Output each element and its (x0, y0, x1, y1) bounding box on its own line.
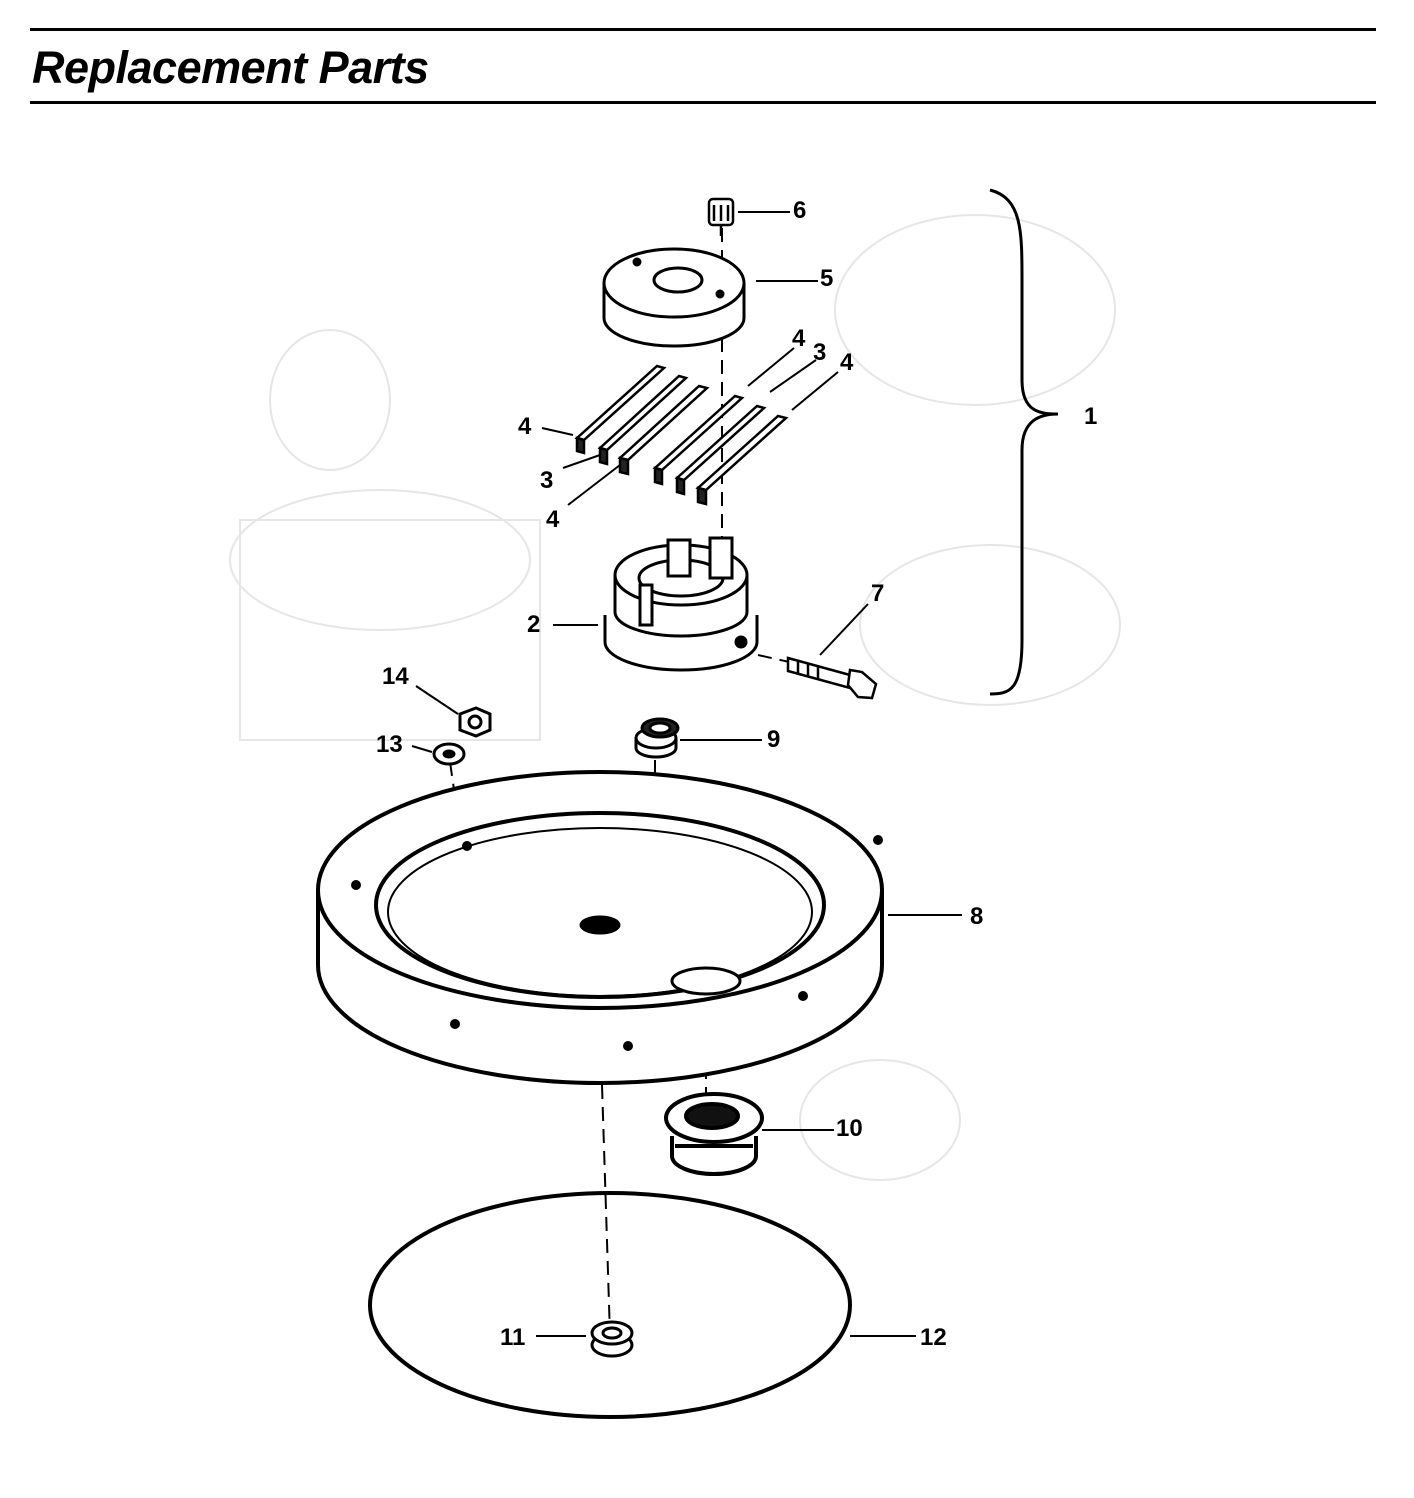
callout-9: 9 (767, 726, 780, 753)
callout-4-left: 4 (518, 413, 532, 440)
callout-4-right: 4 (840, 349, 854, 376)
faded-background-artwork (229, 214, 1121, 1181)
callout-5: 5 (820, 265, 833, 292)
callout-1: 1 (1084, 403, 1097, 430)
callout-3-left: 3 (540, 467, 553, 494)
part-5-top-cap (602, 247, 746, 348)
callout-11: 11 (500, 1324, 525, 1351)
part-8-mounting-ring (316, 770, 884, 1085)
callout-4-lower: 4 (546, 506, 560, 533)
part-11-retaining-ring (590, 1320, 634, 1358)
header-rule-top (30, 28, 1376, 31)
part-10-bushing (664, 1092, 764, 1176)
callout-labels: 1 2 3 3 4 4 4 4 5 6 7 8 9 10 11 12 13 14 (376, 197, 1097, 1351)
part-7-hex-bolt (786, 656, 878, 700)
leader-lines (411, 211, 962, 1337)
part-13-washer (432, 742, 466, 766)
callout-14: 14 (382, 663, 409, 690)
parts-3-4-plate-stack (574, 364, 789, 506)
callout-12: 12 (920, 1324, 947, 1351)
callout-4-top: 4 (792, 325, 806, 352)
part-12-o-ring (368, 1191, 852, 1419)
callout-3-right: 3 (813, 339, 826, 366)
part-2-holder (603, 536, 759, 672)
callout-2: 2 (527, 611, 540, 638)
callout-10: 10 (836, 1115, 863, 1142)
page-title: Replacement Parts (32, 42, 429, 93)
part-6-socket-screw (707, 197, 735, 236)
callout-7: 7 (871, 580, 884, 607)
header-rule-bottom (30, 101, 1376, 104)
callout-6: 6 (793, 197, 806, 224)
callout-13: 13 (376, 731, 403, 758)
part-9-seal (634, 717, 680, 759)
part-14-nut (458, 706, 492, 738)
assembly-bracket (989, 188, 1059, 696)
callout-8: 8 (970, 903, 983, 930)
